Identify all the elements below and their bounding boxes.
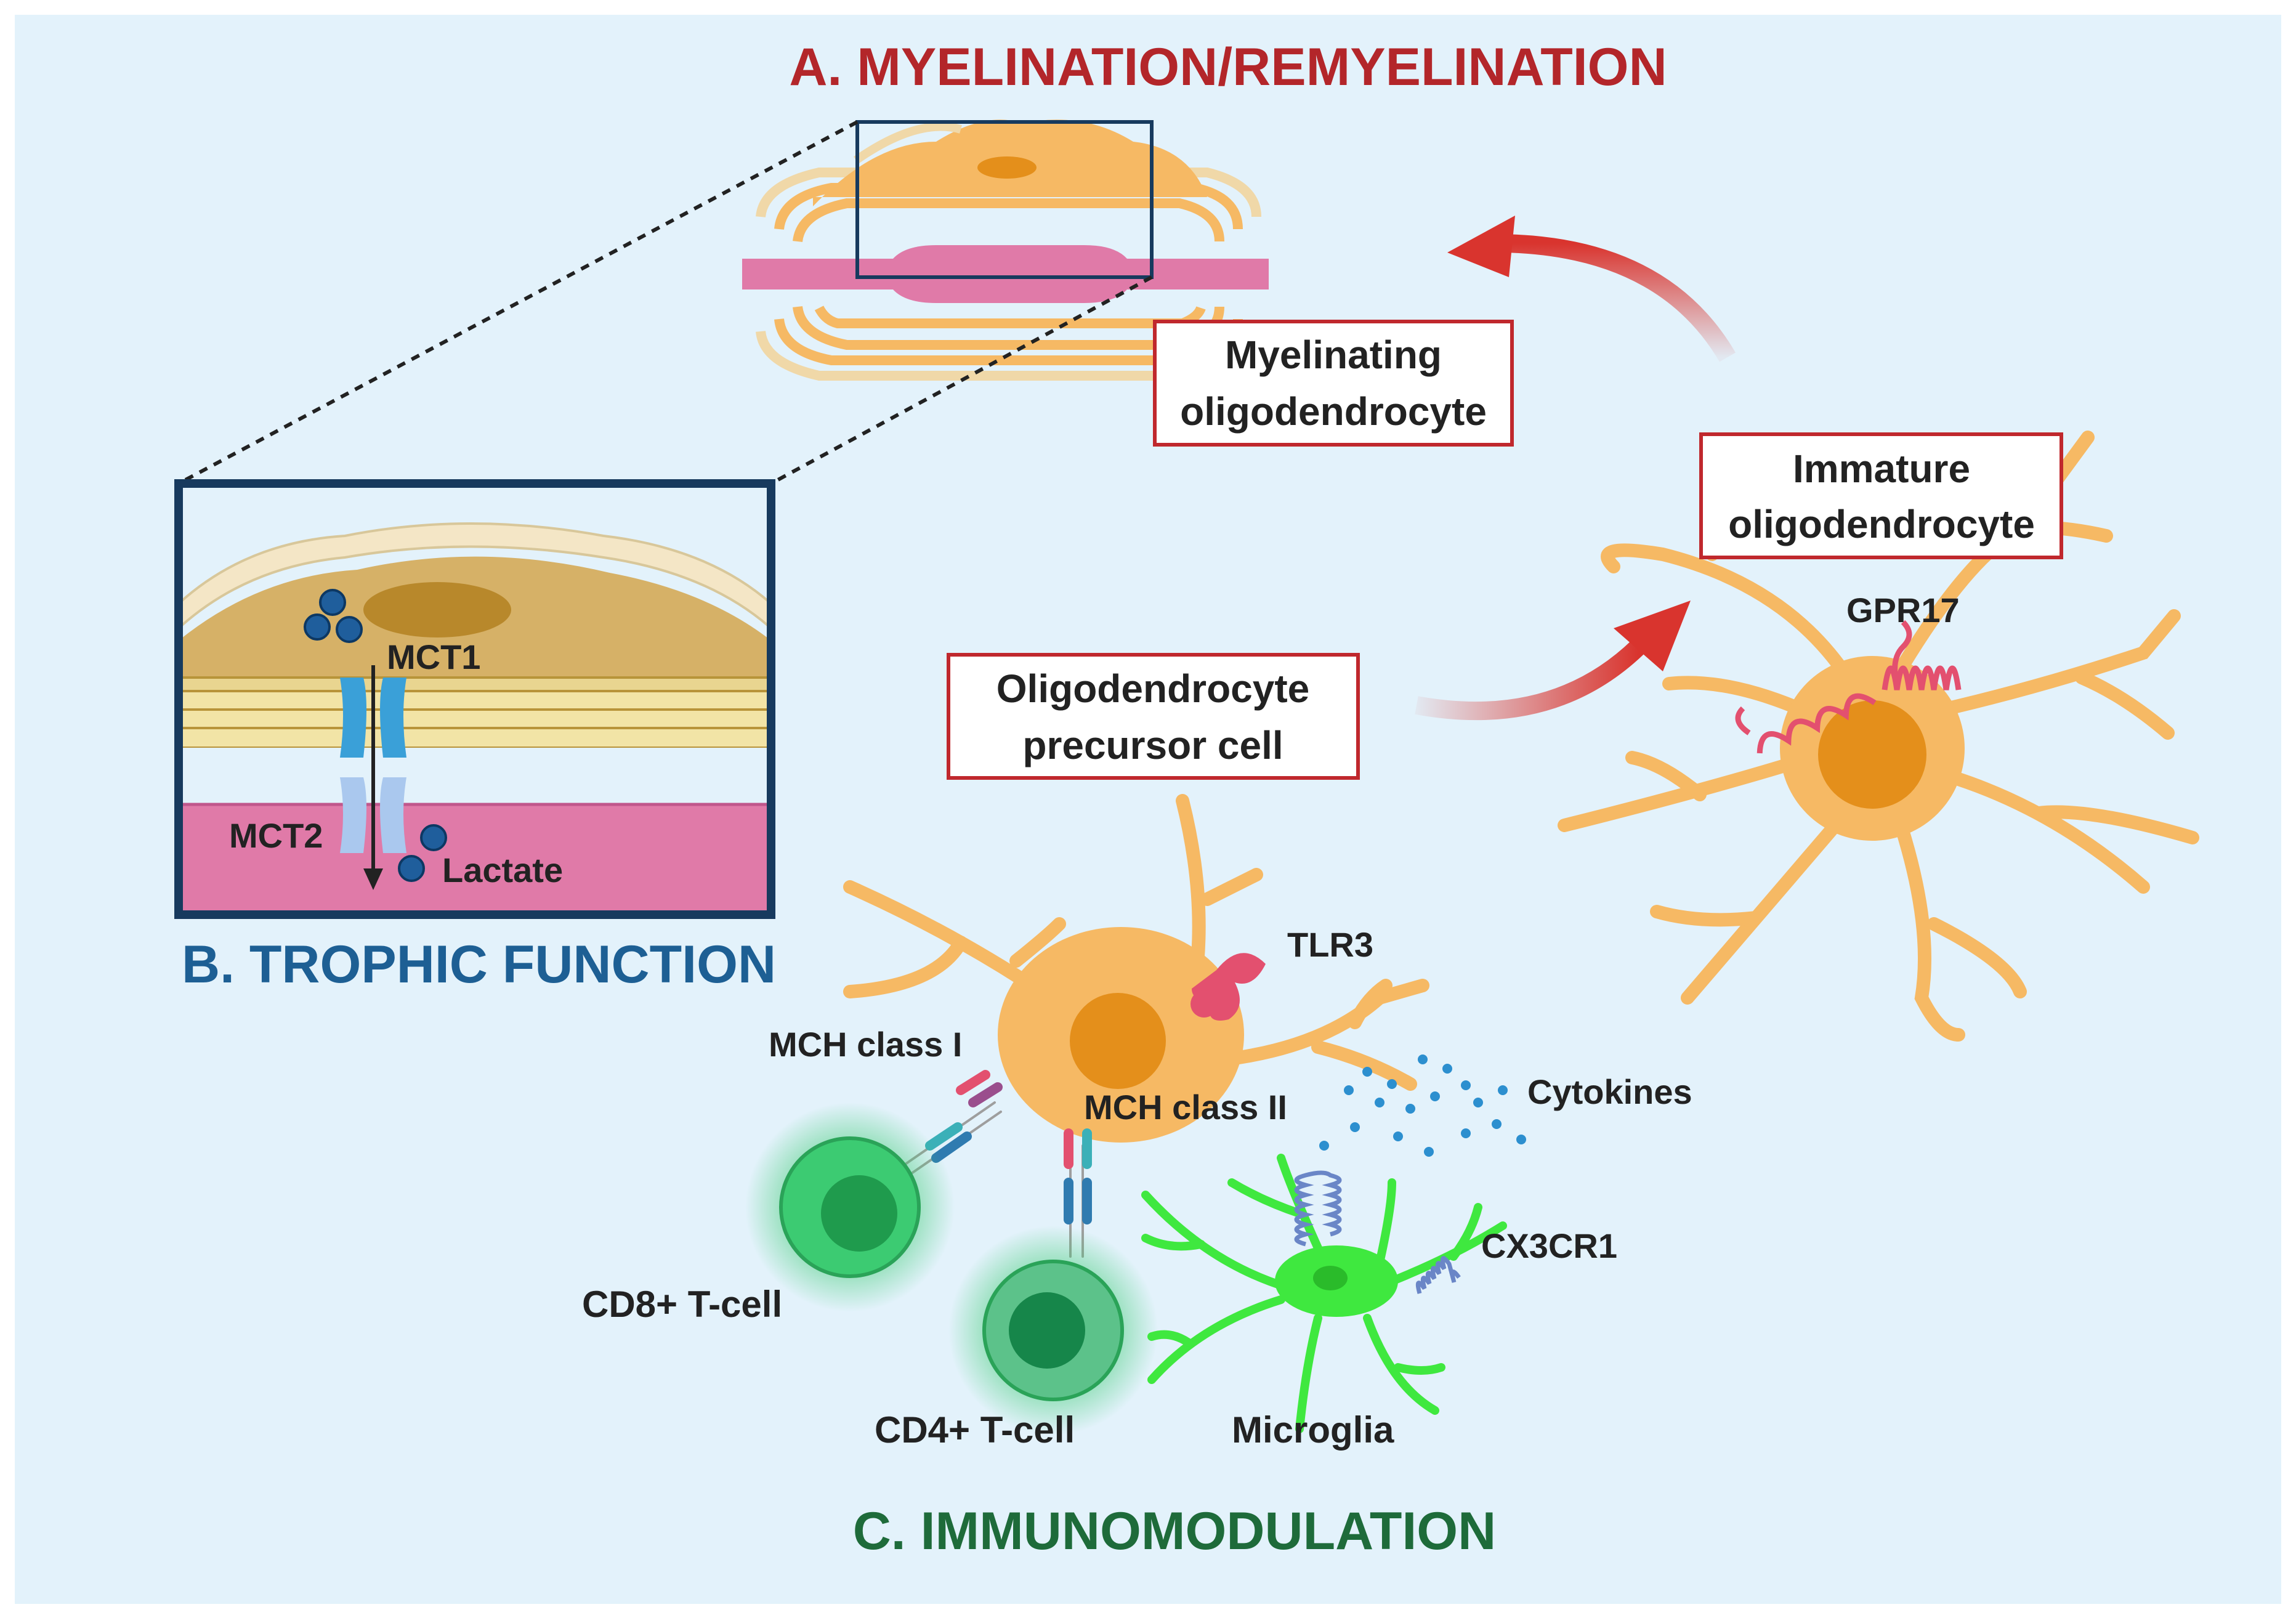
immature-label-line2: oligodendrocyte [1728, 502, 2035, 546]
tlr3-receptor-icon [1190, 953, 1266, 1021]
inset-nucleus [363, 582, 511, 637]
immature-label-line1: Immature [1793, 447, 1970, 491]
cd4-t-cell-nucleus [1009, 1292, 1085, 1369]
opc-label-box [947, 653, 1360, 780]
microglia-icon [1141, 1154, 1507, 1433]
lactate-label: Lactate [442, 851, 563, 889]
microglia-label: Microglia [1232, 1409, 1394, 1451]
zoom-line-left [177, 120, 859, 485]
cd8-label: CD8+ T-cell [582, 1284, 782, 1325]
cd4-label: CD4+ T-cell [875, 1409, 1075, 1451]
cytokines-icon [1319, 1054, 1526, 1157]
trophic-inset [179, 484, 771, 915]
microglia-nucleus [1313, 1266, 1348, 1290]
myelinating-label-line2: oligodendrocyte [1180, 389, 1487, 434]
opc-label-line2: precursor cell [1022, 723, 1283, 767]
myelinating-label-box [1153, 320, 1514, 447]
gpr17-label: GPR17 [1846, 591, 1960, 629]
heading-immuno: C. IMMUNOMODULATION [853, 1502, 1497, 1561]
tlr3-label: TLR3 [1287, 925, 1373, 964]
mhc-class-ii-label: MCH class II [1084, 1088, 1287, 1127]
immature-oligodendrocyte-nucleus [1818, 700, 1926, 809]
cytokines-label: Cytokines [1527, 1072, 1692, 1111]
mct2-label: MCT2 [229, 816, 323, 855]
immature-label-box [1699, 432, 2063, 559]
cd8-t-cell-nucleus [821, 1175, 897, 1252]
trophic-inset-border [174, 479, 775, 919]
mhc-class-i-icon [904, 1070, 1003, 1175]
heading-trophic: B. TROPHIC FUNCTION [182, 935, 776, 994]
opc-nucleus [1070, 993, 1166, 1089]
cx3cr1-label: CX3CR1 [1481, 1226, 1617, 1265]
heading-myelination: A. MYELINATION/REMYELINATION [789, 38, 1667, 97]
arrowhead-right [1614, 601, 1691, 671]
gpr17-receptor-icon [1735, 620, 1962, 754]
zoom-line-right [770, 275, 1153, 485]
zoom-region-box [855, 120, 1154, 279]
arrow-opc-to-immature [1415, 640, 1645, 721]
transporter-icon [340, 678, 406, 853]
myelin-sheath-icon [742, 119, 1269, 381]
opc-label-line1: Oligodendrocyte [996, 666, 1310, 711]
mct1-label: MCT1 [387, 637, 480, 676]
cx3cr1-receptor-icon [1294, 1170, 1461, 1294]
myelin-nucleus [977, 156, 1037, 179]
myelinating-label-line1: Myelinating [1225, 333, 1442, 377]
mhc-class-i-label: MCH class I [769, 1025, 962, 1064]
arrow-immature-to-myelinating [1502, 234, 1736, 362]
arrowhead-up [1447, 216, 1515, 277]
lactate-arrowhead [363, 868, 383, 890]
lactate-molecule-icon [304, 589, 447, 882]
